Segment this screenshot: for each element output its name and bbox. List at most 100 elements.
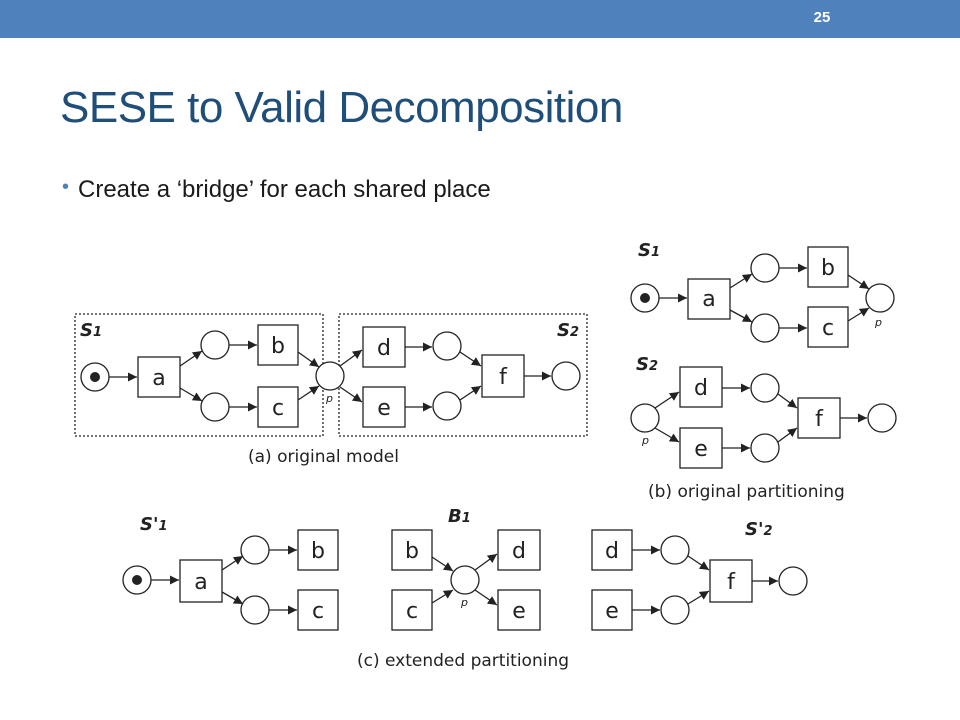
transition-d-label: d [377,336,391,361]
transition-e-label: e [694,437,708,462]
transition-f-label: f [727,570,736,595]
arc [687,590,710,605]
bullet-list: • Create a ‘bridge’ for each shared plac… [62,176,491,204]
transition-f-label: f [499,365,508,390]
transition-d-label: d [694,376,708,401]
arc [179,350,203,367]
arc [474,553,498,571]
place-a-b [200,330,230,360]
transition-c-label: c [406,599,418,624]
transition-e [497,589,541,631]
panel-a-labels: S1 S2 a b c d e f p (a) original model [80,320,579,467]
place-a-c [240,595,270,625]
place-a-c [750,313,780,343]
arc [729,273,753,289]
transition-f [797,397,841,439]
caption-b: (b) original partitioning [648,482,845,502]
place-d-f [750,373,780,403]
transition-b [297,529,339,571]
start-token [640,293,650,303]
end-place [551,361,581,391]
transition-e [679,427,723,469]
transition-b [257,324,299,366]
place-p-label: p [641,434,649,447]
place-a-c [200,392,230,422]
transition-b [391,529,433,571]
slide-number: 25 [813,9,831,26]
end-place [867,403,897,433]
shared-place-p [315,361,345,391]
bullet-text: Create a ‘bridge’ for each shared place [78,176,491,203]
transition-c [391,589,433,631]
shared-place-p [450,565,480,595]
place-p-label: p [874,316,882,329]
arc [459,385,482,401]
arc [474,589,498,606]
transition-a [179,559,223,603]
shared-place-p [865,283,895,313]
transition-e-label: e [512,599,526,624]
transition-a-label: a [152,366,165,391]
transition-d [362,326,406,368]
bullet-dot-icon: • [62,176,70,198]
arc [777,427,798,443]
place-p-label: p [460,596,468,609]
shared-place-p [630,403,660,433]
arc [221,591,244,605]
panel-a-original-model [74,313,588,437]
s1-prime-label: S'1 [140,514,168,535]
transition-a-label: a [194,570,207,595]
transition-c-label: c [272,396,284,421]
place-e-f [660,595,690,625]
transition-c-label: c [822,316,834,341]
transition-b-label: b [405,539,419,564]
arc [431,556,454,572]
arc [431,589,454,604]
transition-b-label: b [271,334,285,359]
transition-d [679,366,723,408]
transition-b-label: b [311,539,325,564]
end-place [778,566,808,596]
s2-label: S2 [557,320,579,341]
s1-label: S1 [638,240,660,261]
transition-f [481,354,525,398]
s2-prime-label: S'2 [745,519,773,540]
arc [654,427,680,443]
arc [221,555,244,571]
place-a-b [750,253,780,283]
arc [847,307,870,322]
transition-c [807,306,849,348]
panel-b-labels: S1 a b c p S2 d e f p (b) original parti… [636,240,882,502]
start-token [90,372,100,382]
caption-a: (a) original model [248,447,399,467]
arc [654,391,680,409]
transition-f-label: f [815,407,824,432]
transition-a [687,278,731,320]
top-banner: 25 [0,0,960,38]
arc [339,386,363,403]
place-d-f [432,331,462,361]
transition-c [257,386,299,428]
arc [459,351,482,367]
place-d-f [660,535,690,565]
transition-d-label: d [512,539,526,564]
transition-a [137,356,181,398]
slide-title: SESE to Valid Decomposition [60,83,623,132]
arc [777,393,798,409]
b1-label: B1 [448,506,471,527]
arc [339,349,363,367]
transition-a-label: a [702,287,715,312]
s2-label: S2 [636,354,658,375]
transition-b [807,246,849,288]
transition-c-label: c [312,599,324,624]
region-s2-box [338,313,588,437]
arc [297,351,320,368]
arc [729,309,753,323]
arc [847,274,870,290]
transition-d-label: d [605,539,619,564]
s1-label: S1 [80,320,102,341]
panel-c-extended-partitioning [122,529,808,631]
transition-e-label: e [605,599,619,624]
transition-e-label: e [377,396,391,421]
